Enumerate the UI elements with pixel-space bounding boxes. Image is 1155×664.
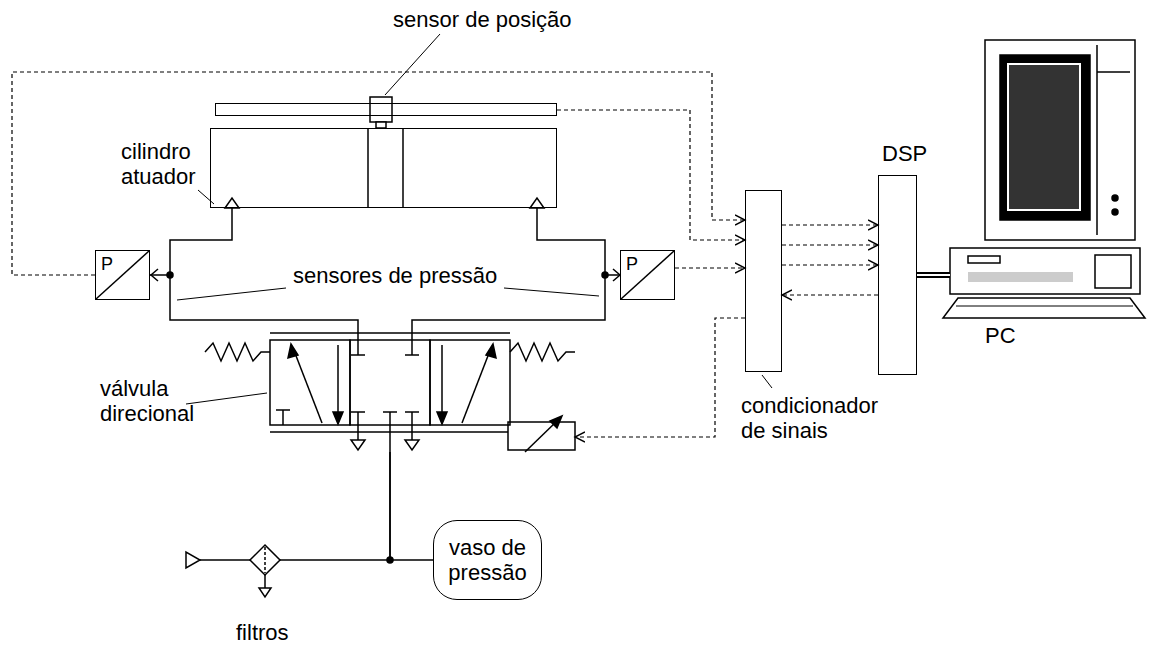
transducer-symbol: [96, 251, 149, 299]
signal-line: [675, 267, 745, 268]
pneumatic-line: [390, 452, 433, 560]
directional-valve: válvula direcional: [205, 340, 575, 452]
leader-line: [385, 34, 440, 95]
node-label: sensor de posição: [393, 7, 572, 32]
transducer-symbol: [621, 251, 674, 299]
node-label: filtros: [236, 620, 289, 645]
signal-line: [575, 318, 745, 437]
signal-line: [12, 72, 745, 275]
filter-symbol: [250, 545, 280, 575]
valve-position: [270, 340, 350, 425]
air-filter: filtros: [250, 545, 280, 575]
signal-line: [782, 264, 878, 265]
signal-line: [782, 294, 878, 295]
node-label: P: [626, 254, 638, 274]
position-sensor: sensor de posição: [215, 103, 557, 116]
transducer-symbol: [613, 269, 620, 281]
node-label: vaso de pressão: [440, 535, 535, 585]
pc-tower: [950, 248, 1140, 294]
leader-line: [177, 288, 286, 300]
pc-monitor: [985, 40, 1135, 240]
sensor-slider: [370, 97, 392, 122]
dsp-board: DSP: [878, 175, 917, 375]
leader-line: [504, 288, 599, 296]
pc-keyboard: [943, 298, 1145, 318]
signal-line: [557, 110, 745, 240]
node-label: válvula direcional: [100, 376, 250, 426]
actuator-cylinder: cilindro atuador: [210, 128, 557, 208]
cylinder-port: [530, 198, 544, 208]
valve-frame: [270, 332, 510, 334]
valve-position: [350, 340, 430, 425]
node-label: condicionador de sinais: [741, 393, 901, 443]
valve-spring: [205, 343, 270, 361]
piston: [367, 128, 369, 208]
pressure-vessel: vaso de pressão: [433, 520, 542, 600]
callout-label: sensores de pressão: [291, 263, 499, 288]
exhaust: [405, 440, 419, 450]
valve-position: [430, 340, 510, 425]
signal-line: [782, 224, 878, 225]
supply-port: [389, 425, 391, 452]
valve-spring: [510, 343, 575, 361]
cable-core: [917, 274, 950, 276]
filter-drain: [259, 588, 271, 597]
signal-conditioner: condicionador de sinais: [745, 190, 782, 372]
pneumatic-line: [280, 452, 390, 560]
leader-line: [186, 393, 267, 404]
exhaust: [351, 440, 365, 450]
leader-line: [762, 375, 772, 388]
pc-screen: [1000, 55, 1090, 220]
piston: [402, 128, 404, 208]
callout-label-box: sensores de pressão: [291, 263, 499, 288]
valve-frame: [270, 431, 508, 433]
signal-line: [782, 244, 878, 245]
node-label: cilindro atuador: [121, 139, 207, 189]
leader-line: [198, 190, 214, 204]
pressure-sensor: P: [95, 250, 150, 300]
node-label: DSP: [882, 141, 927, 166]
data-cable: [917, 272, 950, 278]
air-source: [186, 552, 200, 568]
node-label: P: [101, 254, 113, 274]
pressure-sensor: P: [620, 250, 675, 300]
cylinder-port: [225, 198, 239, 208]
node-label: PC: [985, 323, 1016, 348]
pc-computer: PC: [950, 35, 1145, 320]
transducer-symbol: [151, 269, 158, 281]
